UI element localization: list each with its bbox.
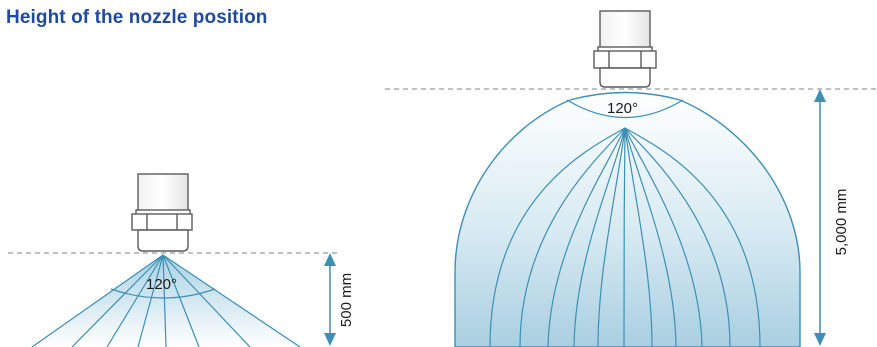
angle-label-high: 120°	[607, 100, 638, 117]
page-title: Height of the nozzle position	[6, 7, 268, 28]
spray-dome-high	[454, 91, 801, 347]
angle-arc-low	[110, 288, 216, 299]
height-arrow-high	[814, 89, 826, 346]
nozzle-low	[131, 173, 193, 252]
height-arrow-low	[324, 253, 336, 346]
height-label-low: 500 mm	[338, 273, 355, 327]
nozzle-low-group	[8, 173, 340, 347]
height-label-high: 5,000 mm	[833, 189, 850, 256]
nozzle-high	[593, 10, 657, 88]
angle-label-low: 120°	[146, 276, 177, 293]
angle-arc-high	[566, 99, 684, 119]
spray-fan-low	[31, 254, 301, 347]
nozzle-high-group	[385, 10, 877, 347]
